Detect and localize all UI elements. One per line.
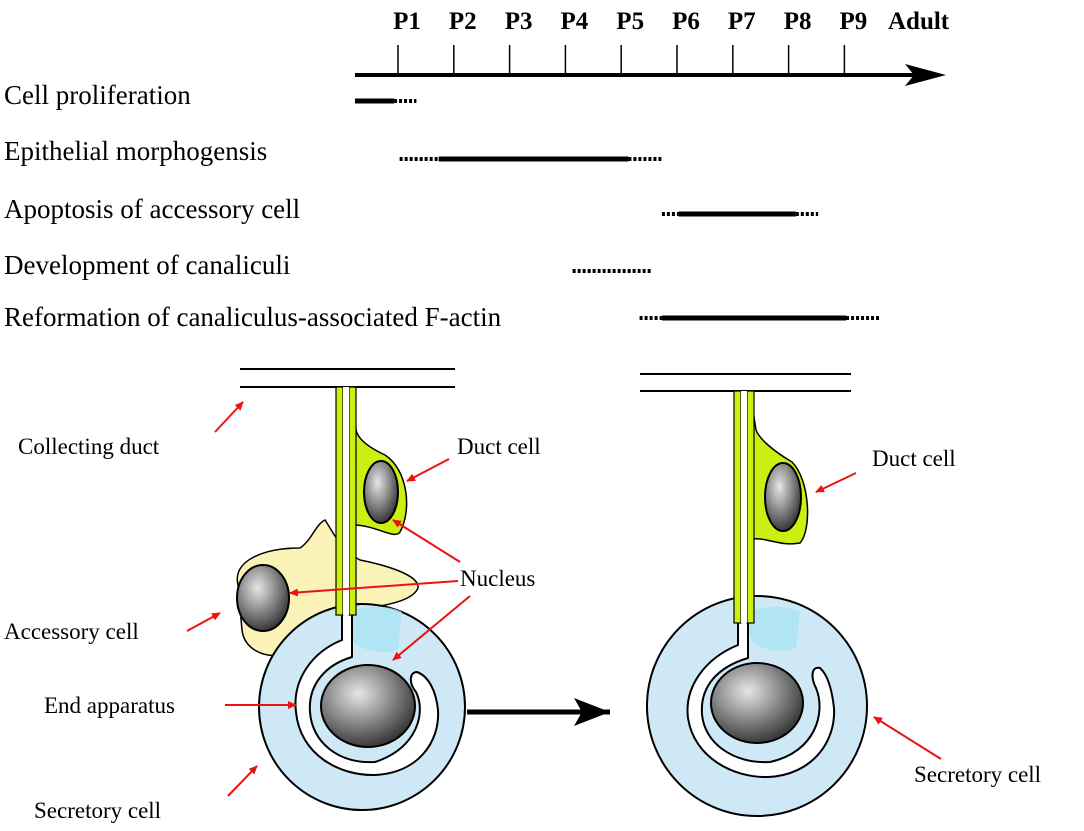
accessory-nucleus (236, 564, 290, 632)
row-label-development-of-canaliculi: Development of canaliculi (4, 250, 290, 280)
pointer-secretory-left (227, 765, 258, 797)
secretory-nucleus (320, 664, 416, 748)
timeline: P1 P2 P3 P4 P5 P6 P7 P8 P9 Adult Cell proliferati… (4, 8, 950, 332)
end-apparatus-label: End apparatus (44, 693, 175, 718)
pointer-collecting-duct (214, 401, 244, 433)
collecting-duct (240, 368, 455, 388)
right-gland-diagram (640, 373, 868, 817)
collecting-duct-right (640, 373, 851, 392)
tick-label-p1: P1 (393, 8, 421, 35)
pointer-arrows (186, 401, 942, 797)
end-apparatus-right (686, 619, 836, 779)
duct-cell-label-left: Duct cell (457, 434, 541, 459)
tick-label-p6: P6 (672, 8, 700, 35)
row-label-cell-proliferation: Cell proliferation (4, 80, 191, 110)
tick-label-p5: P5 (616, 8, 644, 35)
secretory-cell-left (258, 603, 466, 811)
tick-label-p4: P4 (561, 8, 589, 35)
nucleus-label: Nucleus (460, 566, 535, 591)
tick-label-p3: P3 (505, 8, 533, 35)
canaliculus-tube-left (335, 386, 357, 616)
secretory-cell-label-left: Secretory cell (34, 798, 161, 823)
row-label-apoptosis-of-accessory-cell: Apoptosis of accessory cell (4, 194, 300, 224)
pointer-nucleus-accessory (289, 580, 459, 597)
canaliculus-tube-right (733, 390, 755, 624)
row-label-epithelial-morphogensis: Epithelial morphogensis (4, 136, 267, 166)
pointer-accessory-cell (186, 612, 221, 632)
row-label-reformation-of-canaliculus-associated-f-actin: Reformation of canaliculus-associated F-… (4, 302, 502, 332)
tick-marks (397, 45, 846, 75)
pointer-nucleus-duct (392, 519, 461, 563)
accessory-cell-label: Accessory cell (4, 619, 139, 644)
secretory-nucleus-right (710, 662, 804, 744)
pointer-duct-cell-left (406, 458, 450, 482)
tick-label-adult: Adult (888, 8, 950, 35)
collecting-duct-label: Collecting duct (18, 434, 160, 459)
tick-label-p9: P9 (840, 8, 868, 35)
end-apparatus (294, 610, 440, 777)
tick-label-p2: P2 (449, 8, 477, 35)
pointer-nucleus-secretory (392, 595, 471, 661)
pointer-secretory-right (873, 716, 942, 760)
duct-nucleus-left (363, 460, 399, 524)
duct-cell-label-right: Duct cell (872, 446, 956, 471)
pointer-duct-cell-right (815, 472, 857, 493)
tick-label-p7: P7 (728, 8, 756, 35)
tick-label-p8: P8 (784, 8, 812, 35)
secretory-cell-right (646, 595, 868, 817)
secretory-cell-label-right: Secretory cell (914, 762, 1041, 787)
duct-nucleus-right (764, 462, 802, 532)
timeline-arrowhead (905, 64, 946, 86)
tick-labels: P1 P2 P3 P4 P5 P6 P7 P8 P9 Adult (393, 8, 950, 35)
left-gland-diagram (236, 368, 466, 811)
